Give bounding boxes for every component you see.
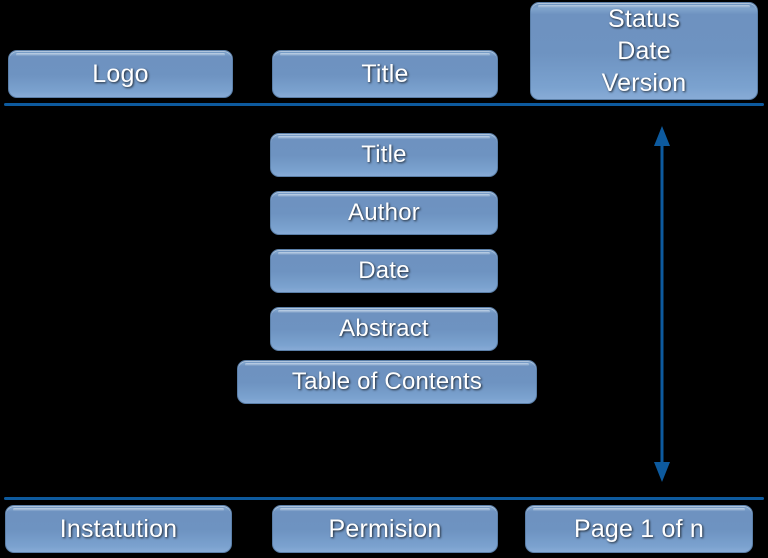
box-highlight xyxy=(280,53,490,56)
box-highlight xyxy=(278,194,490,197)
body-block-table-of-contents-label: Table of Contents xyxy=(291,367,483,395)
body-block-abstract-label: Abstract xyxy=(339,314,429,342)
body-block-date[interactable]: Date xyxy=(270,249,498,293)
box-highlight xyxy=(278,136,490,139)
body-block-date-label: Date xyxy=(358,256,410,284)
body-block-author-label: Author xyxy=(348,198,420,226)
footer-permission-box[interactable]: Permision xyxy=(272,505,498,553)
footer-page-number-label: Page 1 of n xyxy=(573,515,705,543)
body-block-abstract[interactable]: Abstract xyxy=(270,307,498,351)
footer-institution-label: Instatution xyxy=(59,515,178,543)
logo-placeholder-label: Logo xyxy=(92,60,149,88)
box-highlight xyxy=(278,310,490,313)
footer-institution-box[interactable]: Instatution xyxy=(5,505,232,553)
footer-page-number-box[interactable]: Page 1 of n xyxy=(525,505,753,553)
header-title-box[interactable]: Title xyxy=(272,50,498,98)
box-highlight xyxy=(278,252,490,255)
body-block-title[interactable]: Title xyxy=(270,133,498,177)
header-title-label: Title xyxy=(361,60,409,88)
box-highlight xyxy=(245,363,529,366)
box-highlight xyxy=(16,53,225,56)
status-date-version-label: Status Date Version xyxy=(601,5,687,97)
body-block-author[interactable]: Author xyxy=(270,191,498,235)
footer-divider-rule xyxy=(4,497,764,500)
header-divider-rule xyxy=(4,103,764,106)
body-block-table-of-contents[interactable]: Table of Contents xyxy=(237,360,537,404)
logo-placeholder-box[interactable]: Logo xyxy=(8,50,233,98)
body-block-title-label: Title xyxy=(361,140,407,168)
footer-permission-label: Permision xyxy=(328,515,442,543)
box-highlight xyxy=(13,508,224,511)
box-highlight xyxy=(533,508,745,511)
status-date-version-box[interactable]: Status Date Version xyxy=(530,2,758,100)
box-highlight xyxy=(280,508,490,511)
body-extent-double-arrow-icon xyxy=(650,126,674,482)
